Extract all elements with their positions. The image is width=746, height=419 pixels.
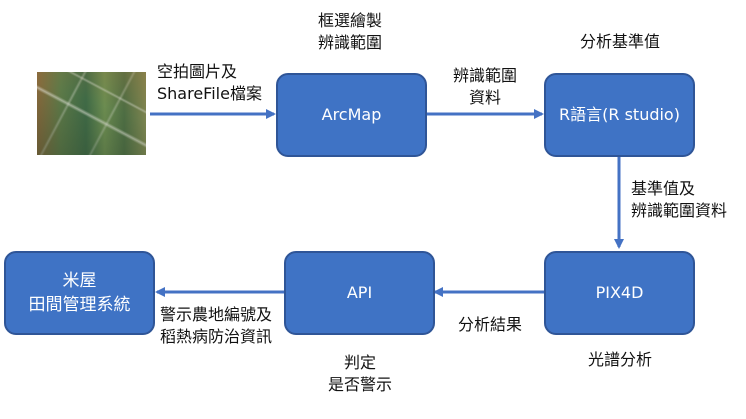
edge-label-photo-to-arcmap: 空拍圖片及 ShareFile檔案 [157, 62, 262, 103]
node-api: API [284, 251, 435, 335]
node-arcmap-label: ArcMap [321, 105, 382, 124]
node-r-language: R語言(R studio) [544, 73, 695, 157]
edge-label-pix4d-to-api: 分析結果 [457, 315, 522, 334]
node-api-label: API [346, 283, 373, 302]
node-pix4d-label: PIX4D [595, 283, 644, 302]
edge-label-api-to-system: 警示農地編號及 稻熱病防治資訊 [160, 305, 273, 346]
edge-label-arcmap-to-r: 辨識範圍 資料 [452, 66, 517, 107]
caption-pix4d-bottom: 光譜分析 [587, 350, 652, 369]
caption-arcmap-top: 框選繪製 辨識範圍 [317, 11, 382, 52]
node-arcmap: ArcMap [276, 73, 427, 157]
caption-r-top: 分析基準值 [579, 32, 660, 51]
node-r-language-label: R語言(R studio) [559, 105, 680, 124]
node-pix4d: PIX4D [544, 251, 695, 335]
aerial-photo-image [37, 72, 146, 155]
edge-label-r-to-pix4d: 基準值及 辨識範圍資料 [631, 179, 728, 220]
caption-api-bottom: 判定 是否警示 [327, 353, 392, 394]
node-field-management-system: 米屋 田間管理系統 [4, 251, 155, 335]
node-system-label: 米屋 田間管理系統 [28, 271, 131, 315]
